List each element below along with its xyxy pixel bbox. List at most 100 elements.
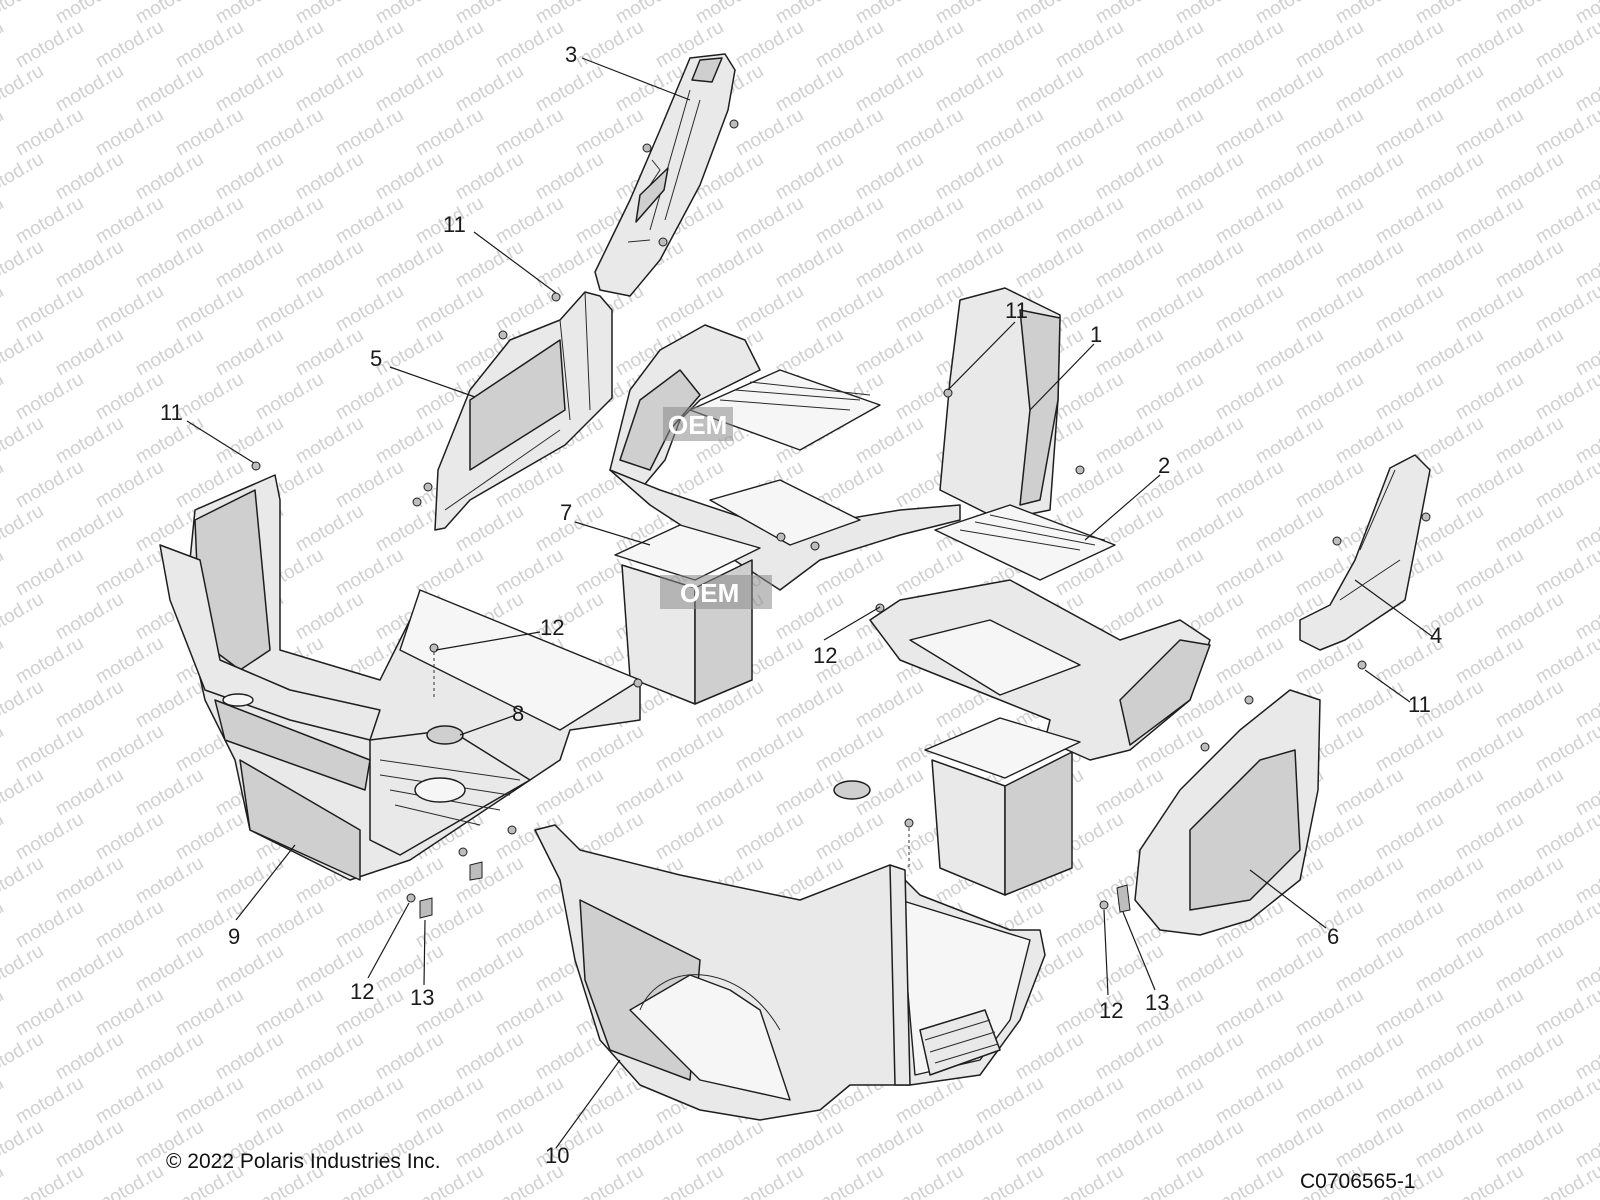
watermark-text: motod.ru: [812, 105, 887, 161]
diagram-code: C0706565-1: [1300, 1170, 1416, 1193]
watermark-text: motod.ru: [1332, 149, 1407, 205]
watermark-text: motod.ru: [292, 589, 367, 645]
watermark-text: motod.ru: [1292, 985, 1367, 1041]
watermark-text: motod.ru: [892, 17, 967, 73]
callout-13-right: 13: [1145, 990, 1169, 1015]
watermark-text: motod.ru: [732, 17, 807, 73]
watermark-text: motod.ru: [572, 17, 647, 73]
watermark-text: motod.ru: [0, 281, 7, 337]
watermark-text: motod.ru: [332, 457, 407, 513]
watermark-text: motod.ru: [0, 985, 7, 1041]
watermark-text: motod.ru: [252, 105, 327, 161]
watermark-text: motod.ru: [1252, 325, 1327, 381]
watermark-text: motod.ru: [1252, 1029, 1327, 1085]
watermark-text: motod.ru: [172, 985, 247, 1041]
watermark-text: motod.ru: [812, 1161, 887, 1200]
callout-1: 1: [1090, 322, 1102, 347]
watermark-text: motod.ru: [1132, 1073, 1207, 1129]
watermark-text: motod.ru: [292, 325, 367, 381]
watermark-text: motod.ru: [0, 457, 7, 513]
watermark-text: motod.ru: [852, 149, 927, 205]
watermark-text: motod.ru: [932, 149, 1007, 205]
watermark-text: motod.ru: [1212, 457, 1287, 513]
watermark-text: motod.ru: [1092, 237, 1167, 293]
fasteners: [251, 119, 1431, 919]
watermark-text: motod.ru: [1372, 369, 1447, 425]
watermark-text: motod.ru: [0, 193, 7, 249]
watermark-text: motod.ru: [1172, 941, 1247, 997]
watermark-text: motod.ru: [1092, 325, 1167, 381]
watermark-text: motod.ru: [1372, 105, 1447, 161]
watermark-text: motod.ru: [132, 149, 207, 205]
watermark-text: motod.ru: [452, 501, 527, 557]
watermark-text: motod.ru: [1332, 61, 1407, 117]
watermark-text: motod.ru: [1532, 281, 1600, 337]
watermark-text: motod.ru: [52, 501, 127, 557]
watermark-text: motod.ru: [892, 105, 967, 161]
watermark-text: motod.ru: [1492, 1117, 1567, 1173]
watermark-text: motod.ru: [652, 721, 727, 777]
watermark-text: motod.ru: [212, 325, 287, 381]
watermark-text: motod.ru: [332, 17, 407, 73]
watermark-text: motod.ru: [412, 17, 487, 73]
callout-12-bottom-right: 12: [1099, 998, 1123, 1023]
watermark-text: motod.ru: [612, 1117, 687, 1173]
watermark-text: motod.ru: [1132, 1161, 1207, 1200]
watermark-text: motod.ru: [1092, 149, 1167, 205]
watermark-text: motod.ru: [0, 765, 47, 821]
watermark-text: motod.ru: [1532, 193, 1600, 249]
watermark-text: motod.ru: [1492, 237, 1567, 293]
watermark-text: motod.ru: [1292, 369, 1367, 425]
watermark-text: motod.ru: [332, 897, 407, 953]
watermark-text: motod.ru: [892, 193, 967, 249]
watermark-text: motod.ru: [1492, 501, 1567, 557]
watermark-text: motod.ru: [332, 281, 407, 337]
watermark-text: motod.ru: [852, 325, 927, 381]
watermark-text: motod.ru: [1292, 1073, 1367, 1129]
watermark-text: motod.ru: [1452, 17, 1527, 73]
watermark-text: motod.ru: [0, 897, 7, 953]
watermark-text: motod.ru: [1452, 369, 1527, 425]
watermark-text: motod.ru: [1132, 985, 1207, 1041]
watermark-text: motod.ru: [132, 941, 207, 997]
watermark-text: motod.ru: [452, 237, 527, 293]
callout-12-left: 12: [540, 615, 564, 640]
watermark-text: motod.ru: [92, 105, 167, 161]
watermark-text: motod.ru: [1172, 325, 1247, 381]
watermark-text: motod.ru: [1412, 413, 1487, 469]
watermark-text: motod.ru: [1452, 457, 1527, 513]
watermark-text: motod.ru: [732, 1161, 807, 1200]
watermark-text: motod.ru: [92, 369, 167, 425]
watermark-text: motod.ru: [1412, 765, 1487, 821]
oem-stamp-2: OEM: [660, 575, 772, 609]
watermark-text: motod.ru: [92, 633, 167, 689]
watermark-text: motod.ru: [1452, 281, 1527, 337]
watermark-text: motod.ru: [1212, 281, 1287, 337]
watermark-text: motod.ru: [892, 1161, 967, 1200]
watermark-text: motod.ru: [332, 545, 407, 601]
watermark-text: motod.ru: [172, 17, 247, 73]
watermark-text: motod.ru: [92, 545, 167, 601]
watermark-text: motod.ru: [532, 765, 607, 821]
watermark-text: motod.ru: [1012, 61, 1087, 117]
watermark-text: motod.ru: [0, 1073, 7, 1129]
watermark-text: motod.ru: [0, 325, 47, 381]
watermark-text: motod.ru: [292, 61, 367, 117]
watermark-text: motod.ru: [1092, 941, 1167, 997]
watermark-text: motod.ru: [12, 457, 87, 513]
watermark-text: motod.ru: [92, 281, 167, 337]
watermark-text: motod.ru: [492, 545, 567, 601]
watermark-text: motod.ru: [292, 413, 367, 469]
watermark-text: motod.ru: [1372, 985, 1447, 1041]
watermark-text: motod.ru: [1212, 633, 1287, 689]
watermark-text: motod.ru: [212, 149, 287, 205]
watermark-text: motod.ru: [0, 1117, 47, 1173]
watermark-text: motod.ru: [1052, 105, 1127, 161]
watermark-text: motod.ru: [1332, 1029, 1407, 1085]
watermark-text: motod.ru: [852, 1117, 927, 1173]
watermark-text: motod.ru: [492, 1073, 567, 1129]
watermark-text: motod.ru: [12, 369, 87, 425]
watermark-text: motod.ru: [212, 941, 287, 997]
watermark-text: motod.ru: [1332, 941, 1407, 997]
watermark-text: motod.ru: [1092, 765, 1167, 821]
